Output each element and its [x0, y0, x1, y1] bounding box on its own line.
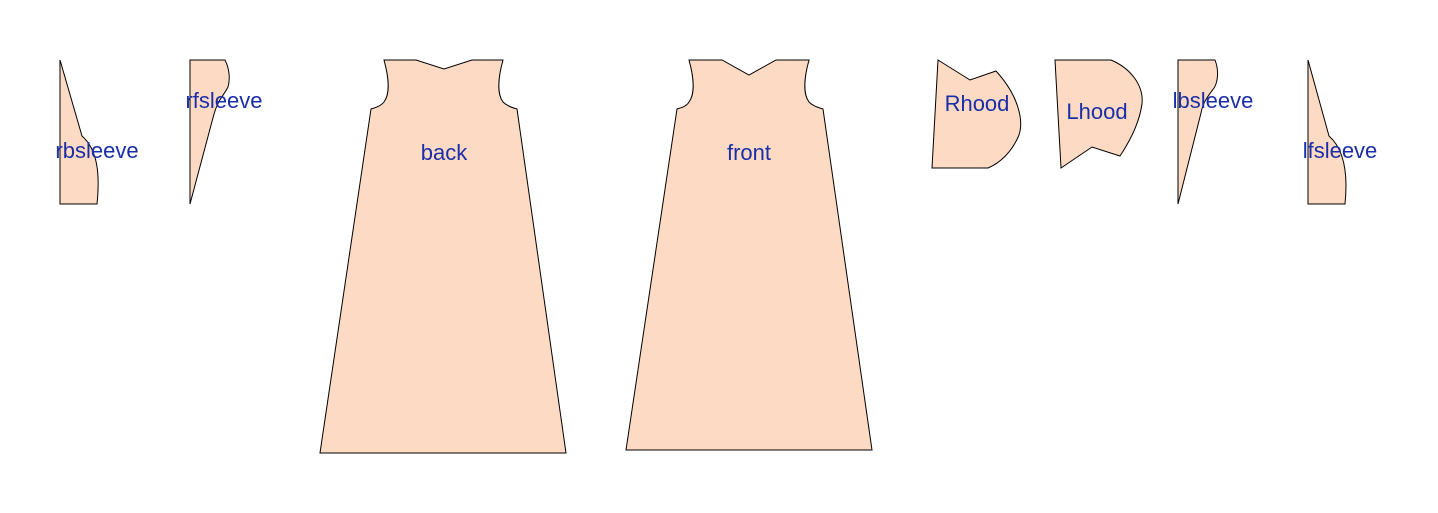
piece-lhood-label: Lhood	[1066, 99, 1127, 124]
piece-rbsleeve-shape	[59, 59, 99, 205]
piece-rhood-shape	[931, 59, 1022, 169]
piece-rhood-label: Rhood	[945, 91, 1010, 116]
piece-rbsleeve-label: rbsleeve	[55, 138, 138, 163]
piece-rhood: Rhood	[931, 59, 1022, 169]
piece-rfsleeve-label: rfsleeve	[185, 88, 262, 113]
piece-lfsleeve-shape	[1307, 59, 1347, 205]
piece-back: back	[319, 59, 567, 454]
piece-lfsleeve: lfsleeve	[1303, 59, 1378, 205]
piece-back-label: back	[421, 140, 468, 165]
piece-lhood-shape	[1054, 59, 1143, 169]
piece-front: front	[625, 59, 873, 451]
piece-back-shape	[319, 59, 567, 454]
piece-front-label: front	[727, 140, 771, 165]
piece-rfsleeve-shape	[189, 59, 230, 205]
piece-lbsleeve-shape	[1177, 59, 1218, 205]
piece-front-shape	[625, 59, 873, 451]
piece-rbsleeve: rbsleeve	[55, 59, 139, 205]
piece-lhood: Lhood	[1054, 59, 1143, 169]
piece-rfsleeve: rfsleeve	[185, 59, 263, 205]
piece-lbsleeve-label: lbsleeve	[1173, 88, 1254, 113]
piece-lfsleeve-label: lfsleeve	[1303, 138, 1378, 163]
piece-lbsleeve: lbsleeve	[1173, 59, 1254, 205]
